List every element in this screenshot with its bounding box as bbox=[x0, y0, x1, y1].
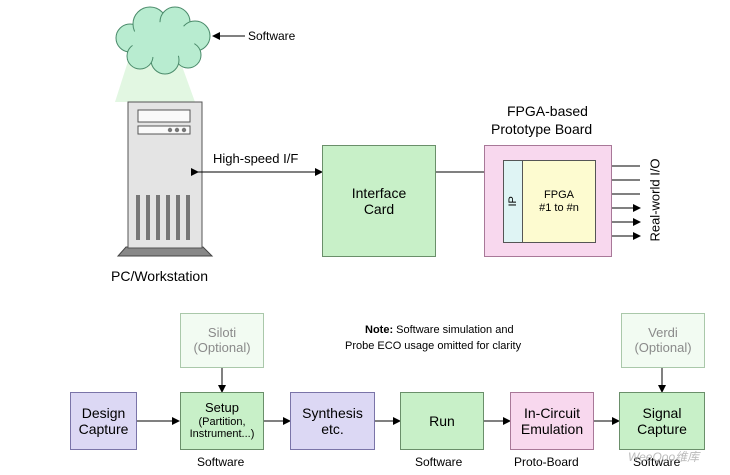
interface-card-line2: Card bbox=[363, 201, 395, 217]
ice-caption: Proto-Board bbox=[514, 455, 579, 469]
ip-block: IP bbox=[503, 160, 523, 243]
pc-workstation-label: PC/Workstation bbox=[111, 268, 208, 284]
ice-line1: In-Circuit bbox=[523, 404, 580, 421]
ip-label: IP bbox=[506, 196, 519, 207]
verdi-optional-label: (Optional) bbox=[634, 339, 692, 355]
fpga-label-line2: #1 to #n bbox=[539, 201, 579, 214]
note-bold: Note: bbox=[365, 324, 394, 336]
cloud-icon bbox=[115, 6, 211, 102]
watermark: WeeQoo维库 bbox=[628, 450, 700, 464]
run-caption: Software bbox=[415, 455, 463, 469]
board-title-line1: FPGA-based bbox=[507, 103, 588, 119]
siloti-box: Siloti (Optional) bbox=[180, 313, 264, 368]
signal-capture-line2: Capture bbox=[637, 421, 687, 437]
high-speed-if-label: High-speed I/F bbox=[213, 151, 299, 166]
note-line2: Probe ECO usage omitted for clarity bbox=[345, 340, 522, 352]
setup-caption: Software bbox=[197, 455, 245, 469]
synthesis-line1: Synthesis bbox=[302, 404, 363, 421]
ice-line2: Emulation bbox=[520, 421, 584, 437]
design-capture-box: Design Capture bbox=[70, 392, 137, 450]
board-title-line2: Prototype Board bbox=[491, 121, 593, 137]
synthesis-box: Synthesis etc. bbox=[290, 392, 375, 450]
setup-line3: Instrument...) bbox=[189, 428, 255, 441]
note-line1: Note: Software simulation and bbox=[365, 324, 514, 336]
setup-line2: (Partition, bbox=[198, 415, 246, 428]
pc-tower-icon bbox=[116, 101, 214, 257]
setup-box: Setup (Partition, Instrument...) bbox=[180, 392, 264, 450]
design-capture-line1: Design bbox=[81, 404, 126, 421]
siloti-label: Siloti bbox=[207, 324, 237, 340]
synthesis-line2: etc. bbox=[321, 421, 344, 437]
signal-capture-line1: Signal bbox=[642, 404, 682, 421]
interface-card-box: Interface Card bbox=[322, 145, 436, 257]
fpga-block: FPGA #1 to #n bbox=[522, 160, 596, 243]
software-label: Software bbox=[248, 29, 296, 43]
interface-card-line1: Interface bbox=[351, 184, 407, 201]
run-label: Run bbox=[429, 412, 455, 429]
signal-capture-box: Signal Capture bbox=[619, 392, 705, 450]
setup-line1: Setup bbox=[205, 399, 239, 415]
siloti-optional-label: (Optional) bbox=[193, 339, 251, 355]
note-text: Software simulation and bbox=[393, 324, 514, 336]
verdi-box: Verdi (Optional) bbox=[621, 313, 705, 368]
fpga-label-line1: FPGA bbox=[544, 188, 574, 201]
verdi-label: Verdi bbox=[648, 324, 678, 340]
signal-capture-caption: Software bbox=[633, 455, 681, 469]
in-circuit-emulation-box: In-Circuit Emulation bbox=[510, 392, 594, 450]
design-capture-line2: Capture bbox=[78, 421, 129, 437]
real-world-io-label: Real-world I/O bbox=[647, 158, 663, 242]
run-box: Run bbox=[400, 392, 484, 450]
